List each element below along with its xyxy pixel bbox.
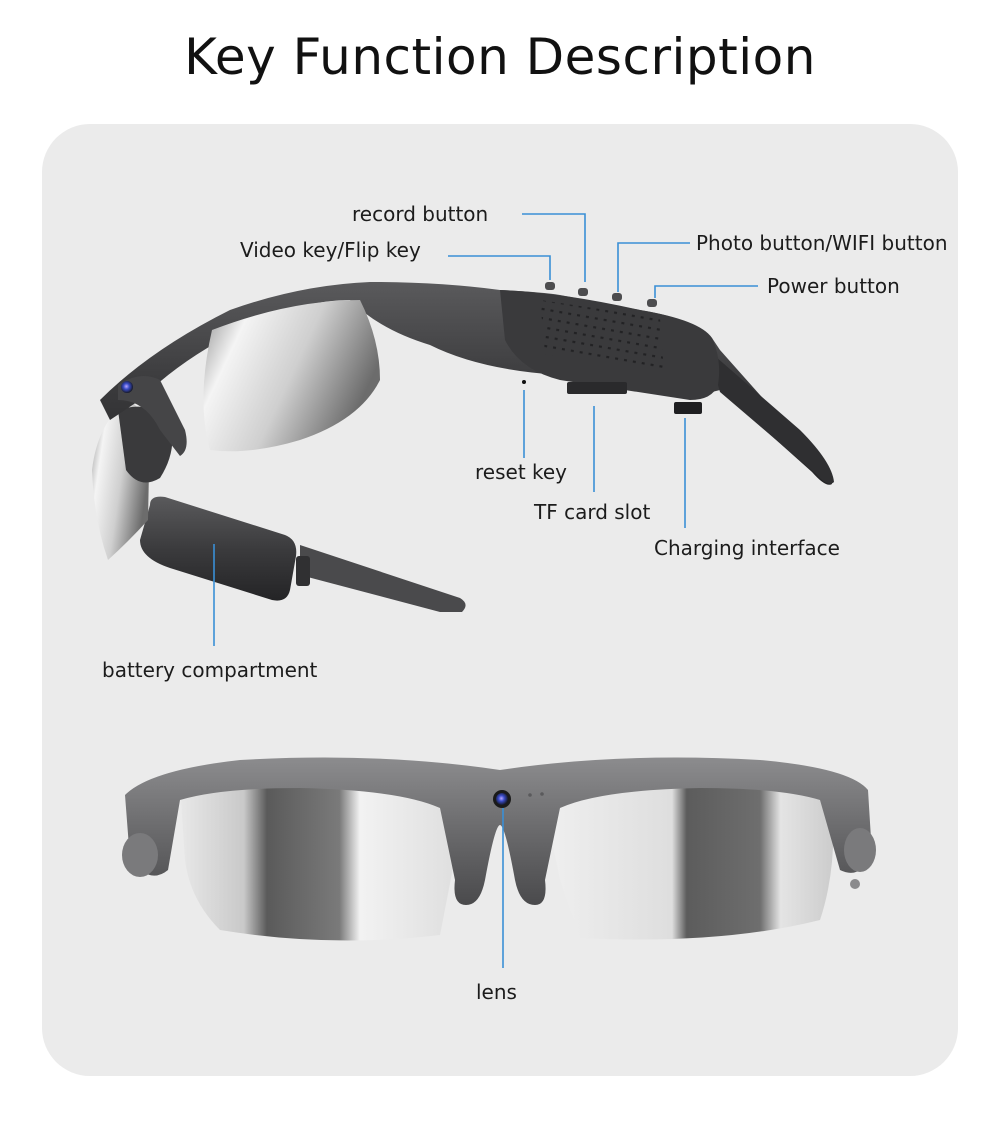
photo-button-knob <box>612 293 622 301</box>
label-tf-card-slot: TF card slot <box>534 500 651 524</box>
label-power-button: Power button <box>767 274 900 298</box>
front-view-glasses <box>122 757 876 941</box>
label-reset-key: reset key <box>475 460 568 484</box>
photo-callout-line <box>617 242 690 292</box>
label-photo-wifi-button: Photo button/WIFI button <box>696 231 948 255</box>
side-camera-icon <box>121 381 133 393</box>
video-key <box>545 282 555 290</box>
charging-port <box>674 402 702 414</box>
video-callout-line <box>448 255 551 280</box>
battery-compartment <box>140 496 297 601</box>
callout-lines <box>213 213 758 968</box>
label-video-flip-key: Video key/Flip key <box>240 238 421 262</box>
label-battery-compartment: battery compartment <box>102 658 318 682</box>
record-callout-line <box>522 213 586 282</box>
tf-card-slot <box>567 382 627 394</box>
power-button-knob <box>647 299 657 307</box>
label-charging-interface: Charging interface <box>654 536 840 560</box>
record-button-knob <box>578 288 588 296</box>
front-camera-lens-icon <box>496 793 508 805</box>
side-view-glasses <box>92 282 834 612</box>
reset-hole <box>522 380 526 384</box>
label-record-button: record button <box>352 202 489 226</box>
label-lens: lens <box>476 980 517 1004</box>
power-callout-line <box>654 285 758 298</box>
page-title: Key Function Description <box>184 28 816 86</box>
